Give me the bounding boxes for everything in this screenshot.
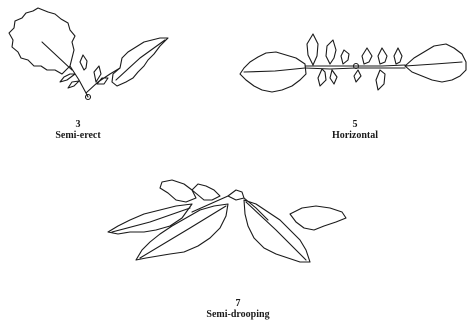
horizontal-leaflet-up-3: [341, 50, 349, 64]
horizontal-left-midrib: [244, 68, 305, 72]
horizontal-leaflet-up-4: [362, 48, 372, 64]
semi-drooping-leaf-drawing: [108, 180, 346, 262]
horizontal-leaflet-up-6: [394, 48, 402, 64]
horizontal-caption: 5 Horizontal: [295, 119, 415, 141]
semi-erect-leaflet-a: [60, 74, 75, 82]
semi-erect-midrib: [42, 42, 72, 70]
horizontal-leaflet-up-2: [326, 40, 336, 64]
horizontal-label: Horizontal: [295, 130, 415, 141]
semi-drooping-number: 7: [178, 298, 298, 309]
semi-drooping-right-leaflet-outer: [290, 206, 346, 230]
semi-erect-number: 3: [18, 119, 138, 130]
semi-erect-side-midrib: [116, 40, 165, 80]
semi-drooping-joint: [228, 190, 244, 200]
semi-erect-leaf-drawing: [9, 8, 168, 100]
horizontal-number: 5: [295, 119, 415, 130]
semi-erect-caption: 3 Semi-erect: [18, 119, 138, 141]
semi-erect-side-leaflet: [112, 38, 168, 86]
semi-drooping-leaflet-top-1: [160, 180, 196, 202]
horizontal-leaflet-down-2: [330, 70, 337, 84]
semi-drooping-label: Semi-drooping: [178, 309, 298, 320]
horizontal-leaf-drawing: [240, 34, 466, 92]
semi-drooping-caption: 7 Semi-drooping: [178, 298, 298, 320]
horizontal-terminal-midrib: [405, 62, 462, 66]
semi-erect-leaflet-c: [80, 55, 87, 70]
horizontal-leaflet-down-3: [354, 70, 361, 82]
horizontal-leaflet-up-5: [378, 48, 387, 64]
horizontal-leaflet-up-1: [307, 34, 318, 65]
horizontal-leaflet-down-4: [376, 70, 385, 90]
semi-erect-label: Semi-erect: [18, 130, 138, 141]
horizontal-terminal-leaflet: [405, 44, 466, 82]
semi-drooping-left-main-midrib: [140, 206, 226, 258]
semi-erect-leaflet-d: [94, 66, 101, 82]
semi-erect-leaflet-b: [68, 81, 79, 88]
horizontal-leaflet-down-1: [318, 69, 326, 86]
